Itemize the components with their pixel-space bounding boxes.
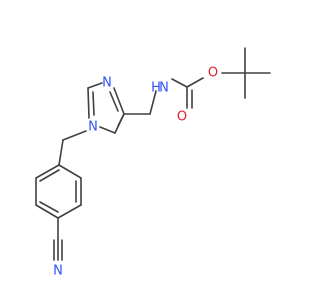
bond-ar-3 [57, 204, 82, 219]
atom-n-nitrile: N [53, 264, 63, 279]
atom-n-imidazole-1: N [88, 120, 98, 135]
bond-carbonyl-n [171, 78, 188, 88]
imidazole-ring [87, 82, 125, 134]
bond-ar-6-inner [39, 169, 60, 182]
bond-ar-6 [35, 164, 60, 179]
bond-ar-4 [35, 204, 59, 219]
atom-o-ether: O [208, 66, 218, 81]
atom-n-amide: N [159, 81, 169, 96]
bond-o-carbonyl-c [186, 77, 204, 88]
nitrile-group [53, 217, 63, 261]
bond-c2-n1-inner [92, 91, 95, 116]
benzene-ring [35, 164, 82, 219]
linker-group [123, 90, 157, 115]
atom-o-carbonyl: O [177, 110, 187, 125]
tert-butyl-group [221, 47, 271, 99]
atom-h-amide: H [151, 81, 161, 96]
bond-n1-c5 [99, 126, 116, 134]
bond-ar-1 [58, 164, 82, 179]
bond-n1-ch2 [62, 130, 87, 141]
bond-ch2-benzene [58, 139, 64, 166]
bond-n3-c2 [87, 82, 103, 89]
bond-c4-n3-inner [109, 91, 119, 112]
atom-n-imidazole-3: N [102, 76, 112, 91]
bond-ar-4-inner [39, 201, 59, 213]
benzyl-linker [58, 130, 87, 166]
bond-c5-c4-inner [117, 113, 125, 127]
molecule-diagram: O O N H N N N [35, 47, 271, 279]
bond-c4-n3 [113, 87, 125, 115]
bond-n-ch2 [149, 90, 157, 115]
carbamate-group [171, 77, 204, 109]
bond-c2-n1 [87, 87, 90, 119]
